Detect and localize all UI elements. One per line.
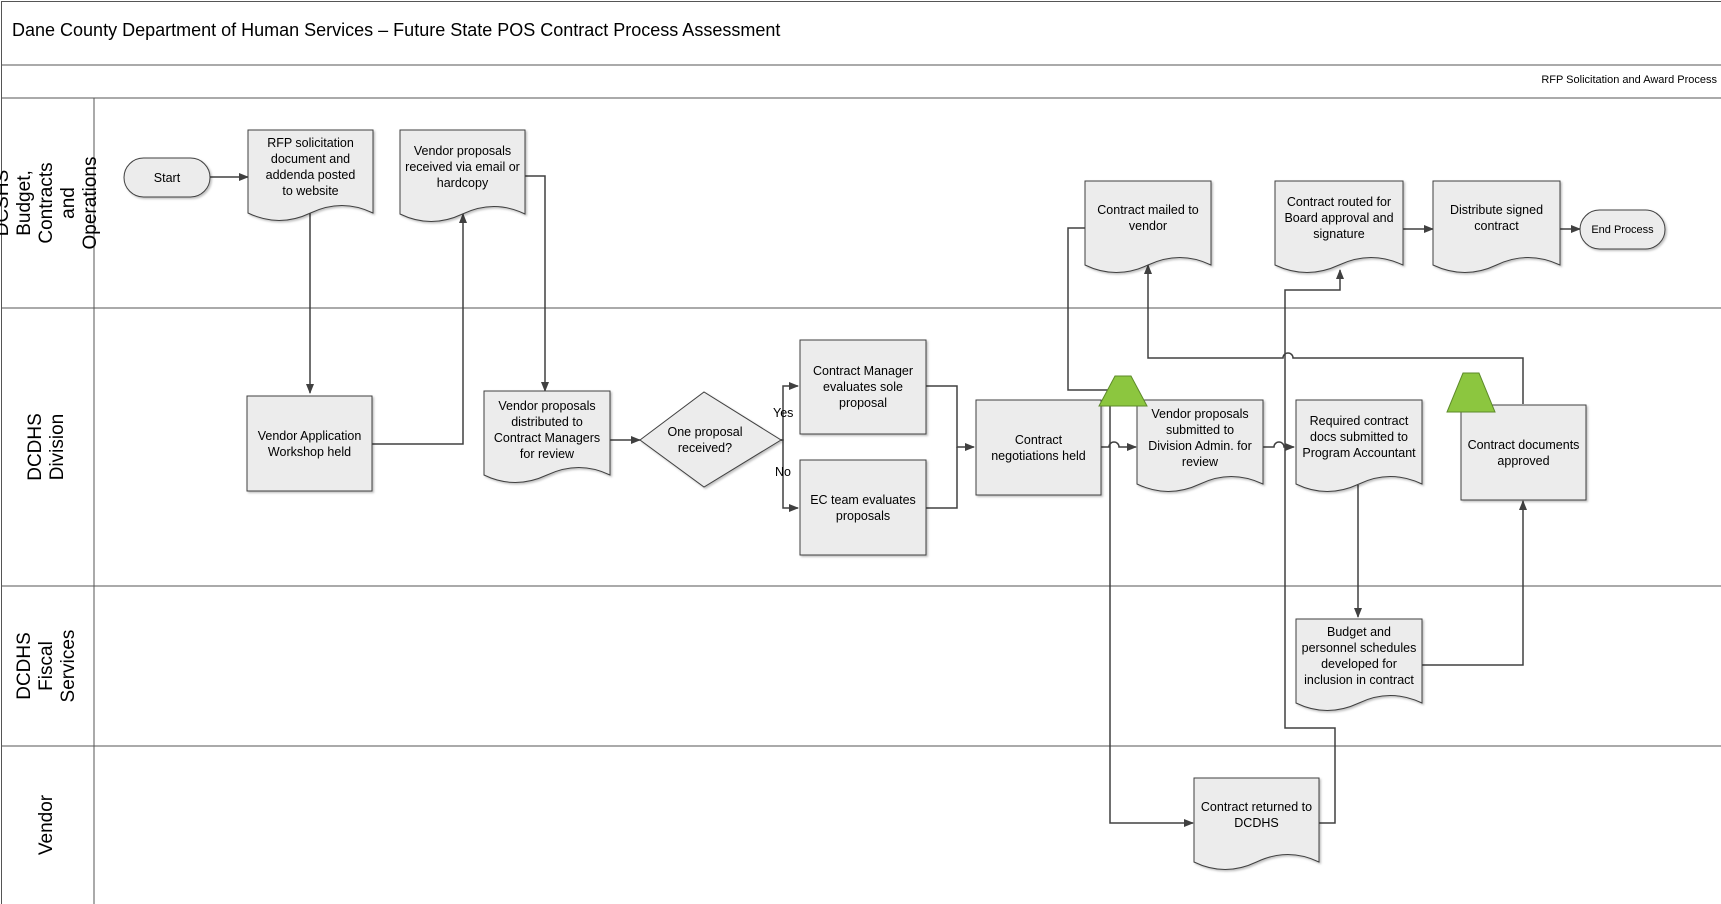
edge-budget-approved: [1422, 500, 1527, 666]
edge-submitted-required: [1263, 441, 1295, 451]
budget-schedules-doc: [1295, 618, 1423, 711]
negotiations-process: [975, 399, 1102, 496]
proposals-distributed-doc: [483, 390, 611, 483]
node-workshop: Vendor Application Workshop held: [257, 428, 362, 459]
node-required-docs: Required contract docs submitted to Prog…: [1302, 414, 1416, 460]
process-subtitle: RFP Solicitation and Award Process: [1541, 74, 1717, 86]
edge-received-distributed: [525, 175, 549, 392]
decision-diamond: [639, 391, 782, 488]
node-decision: One proposal received?: [667, 425, 743, 455]
distribute-signed-doc: [1432, 180, 1561, 273]
lane-label-text: DCDHS Fiscal Services: [14, 629, 79, 703]
milestones: [1098, 372, 1496, 413]
node-proposals-distributed: Vendor proposals distributed to Contract…: [493, 399, 601, 461]
node-docs-approved: Contract documents approved: [1467, 437, 1580, 468]
workshop-process: [246, 395, 373, 492]
lane-label-budget: DCSHS Budget, Contracts and Operations: [0, 98, 101, 308]
node-distribute-signed: Distribute signed contract: [1449, 203, 1544, 233]
cm-evaluates-process: [799, 339, 927, 435]
node-contract-routed: Contract routed for Board approval and s…: [1284, 195, 1394, 241]
edge-returned-routed: [1284, 269, 1344, 824]
node-ec-evaluates: EC team evaluates proposals: [810, 492, 916, 523]
page-title: Dane County Department of Human Services…: [12, 20, 781, 40]
start-terminator: [123, 157, 211, 198]
connectors: [210, 173, 1581, 827]
lane-label-text: Vendor: [35, 794, 57, 856]
ec-evaluates-process: [799, 459, 927, 556]
lane-label-text: DCDHS Division: [25, 413, 68, 481]
lane-label-vendor: Vendor: [0, 746, 94, 904]
edge-ec-negotiations: [926, 447, 958, 509]
rfp-posted-doc: [247, 129, 374, 221]
contract-returned-doc: [1193, 777, 1320, 870]
edge-label-no: No: [775, 465, 791, 479]
milestone-triangle-icon: [1098, 375, 1148, 407]
lane-label-fiscal: DCDHS Fiscal Services: [0, 586, 94, 746]
edge-approved-mailed: [1144, 264, 1524, 404]
docs-approved-process: [1460, 404, 1587, 501]
node-contract-returned: Contract returned to DCDHS: [1200, 800, 1313, 830]
node-budget-schedules: Budget and personnel schedules developed…: [1301, 625, 1417, 687]
shapes: [123, 129, 1666, 870]
edge-cm-negotiations: [926, 385, 975, 451]
node-negotiations: Contract negotiations held: [991, 432, 1086, 463]
contract-routed-doc: [1274, 180, 1404, 273]
node-cm-evaluates: Contract Manager evaluates sole proposal: [812, 364, 914, 410]
end-terminator: [1579, 209, 1666, 250]
node-start: Start: [153, 170, 181, 185]
lane-label-text: DCSHS Budget, Contracts and Operations: [0, 156, 101, 250]
lane-label-division: DCDHS Division: [0, 308, 94, 586]
node-end-process: End Process: [1591, 223, 1654, 236]
node-contract-mailed: Contract mailed to vendor: [1097, 203, 1199, 233]
edge-workshop-received: [372, 213, 467, 445]
edge-negotiations-submitted: [1101, 441, 1137, 451]
node-submitted-division: Vendor proposals submitted to Division A…: [1148, 407, 1252, 469]
required-docs-doc: [1295, 399, 1423, 492]
submitted-division-doc: [1136, 399, 1264, 492]
contract-mailed-doc: [1084, 180, 1212, 273]
node-vendor-received: Vendor proposals received via email or h…: [405, 144, 520, 190]
edge-label-yes: Yes: [773, 406, 794, 420]
milestone-triangle-icon: [1446, 372, 1496, 413]
edge-decision-no: [781, 439, 799, 512]
vendor-received-doc: [399, 129, 526, 222]
edge-mailed-returned: [1067, 227, 1194, 827]
node-rfp-posted: RFP solicitation document and addenda po…: [265, 136, 356, 198]
